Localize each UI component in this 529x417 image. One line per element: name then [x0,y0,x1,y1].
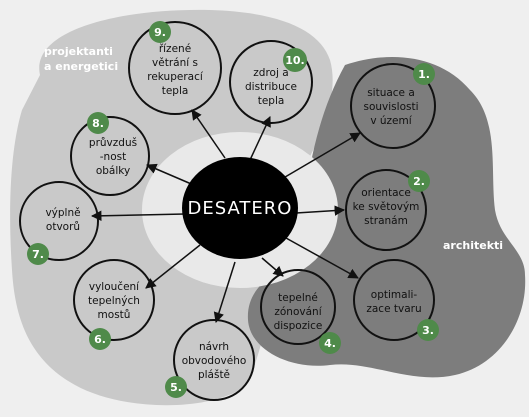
arrow-to-n10 [249,116,271,161]
badge-n8-number: 8. [92,117,104,130]
node-n6: vyloučení tepelných mostů [88,281,140,321]
node-n1-line-2: souvislosti [364,101,419,113]
badge-n2-number: 2. [413,175,425,188]
group-label-right: architekti [443,239,503,252]
node-n5: návrh obvodového pláště [182,341,247,381]
node-n1-line-1: situace a [367,87,415,99]
node-n10-line-2: distribuce [245,81,297,93]
node-n10-line-3: tepla [258,95,285,107]
node-n5-line-2: obvodového [182,355,247,367]
node-n8-line-1: průvzduš [89,137,137,149]
node-n6-line-1: vyloučení [89,281,140,293]
node-n2-line-2: ke světovým [353,201,420,213]
badge-n8: 8. [87,112,109,134]
node-n6-line-2: tepelných [88,295,140,307]
right-group-region [247,57,526,378]
arrow-to-n2 [295,205,346,216]
node-n2: orientace ke světovým stranám [353,187,420,227]
badge-n5-number: 5. [170,381,182,394]
node-n9: řízené větrání s rekuperací tepla [147,43,204,97]
arrow-to-n9 [191,109,226,159]
group-label-left-1: projektanti [44,45,113,58]
badge-n4-number: 4. [324,337,336,350]
node-circle-n2 [345,169,427,251]
arrow-to-n8 [146,163,197,187]
badge-n1: 1. [413,63,435,85]
arrow-to-n7 [90,210,186,222]
node-n5-line-3: pláště [198,369,230,381]
badge-n6: 6. [89,328,111,350]
node-n1: situace a souvislosti v území [364,87,419,127]
node-circle-n8 [70,116,150,196]
badge-n1-number: 1. [418,68,430,81]
node-n1-line-3: v území [370,115,412,127]
node-n8-line-2: -nost [100,151,126,163]
node-circle-n10 [229,40,313,124]
node-n9-line-2: větrání s [152,57,198,69]
node-circle-n5 [173,319,255,401]
node-n7-line-2: otvorů [46,221,80,233]
node-circle-n6 [73,259,155,341]
badge-n3: 3. [417,319,439,341]
badge-n4: 4. [319,332,341,354]
node-circle-n7 [19,181,99,261]
node-n2-line-3: stranám [364,215,408,227]
badge-n9: 9. [149,21,171,43]
node-n8-line-3: obálky [96,165,130,177]
node-n4-line-3: dispozice [274,320,323,332]
node-n2-line-1: orientace [361,187,411,199]
badge-n10-number: 10. [285,54,305,67]
node-circle-n4 [260,269,336,345]
badge-n2: 2. [408,170,430,192]
badge-n7-number: 7. [32,248,44,261]
node-n9-line-4: tepla [162,85,189,97]
node-circle-n1 [350,63,436,149]
node-n7-line-1: výplně [45,207,80,219]
node-circle-n9 [128,21,222,115]
connectors [90,109,361,324]
arrow-to-n6 [145,244,201,289]
node-n4: tepelné zónování dispozice [274,292,323,332]
node-n10-line-1: zdroj a [253,67,288,79]
center-label: DESATERO [188,198,293,219]
badge-n5: 5. [165,376,187,398]
center-node [182,157,298,259]
arrow-to-n4 [261,257,284,277]
arrow-to-n3 [285,237,359,279]
badge-n3-number: 3. [422,324,434,337]
node-n5-line-1: návrh [199,341,229,353]
node-n10: zdroj a distribuce tepla [245,67,297,107]
badge-n10: 10. [283,48,307,72]
badge-n7: 7. [27,243,49,265]
node-n3: optimali- zace tvaru [366,289,421,315]
node-n4-line-1: tepelné [278,292,318,304]
node-n4-line-2: zónování [274,306,322,318]
node-n7: výplně otvorů [45,207,80,233]
badge-n6-number: 6. [94,333,106,346]
node-n3-line-2: zace tvaru [366,303,421,315]
node-n9-line-1: řízené [159,43,191,55]
badge-n9-number: 9. [154,26,166,39]
arrow-to-n1 [279,132,361,181]
node-circle-n3 [353,259,435,341]
node-n9-line-3: rekuperací [147,71,204,83]
node-n6-line-3: mostů [98,309,131,321]
group-label-left-2: a energetici [44,60,118,73]
node-n3-line-1: optimali- [371,289,418,301]
arrow-to-n5 [213,261,236,324]
node-n8: průvzduš -nost obálky [89,137,137,177]
